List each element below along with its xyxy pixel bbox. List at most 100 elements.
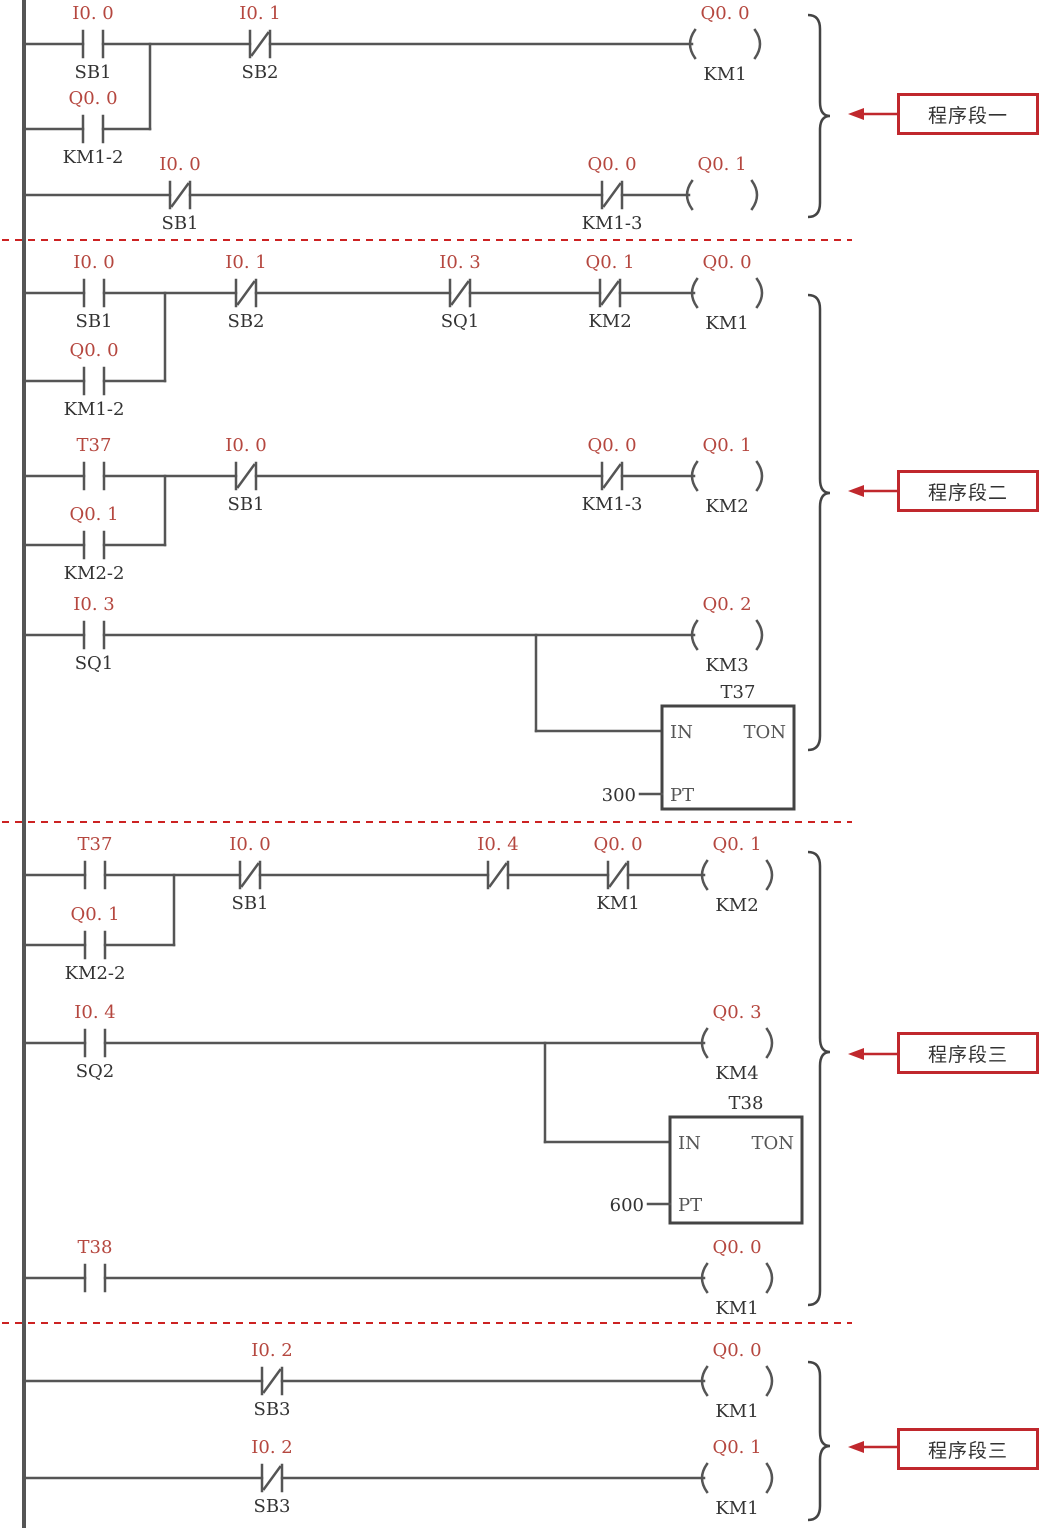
contact-address: I0. 0: [159, 154, 200, 175]
contact-label: SB2: [227, 311, 264, 332]
coil-address: Q0. 1: [712, 834, 761, 855]
coil: [690, 460, 699, 492]
nc-contact-slash: [450, 280, 470, 306]
timer-in-label: IN: [670, 722, 693, 743]
contact-label: KM1-2: [63, 147, 124, 168]
nc-contact-slash: [602, 182, 622, 208]
arrow-head: [848, 108, 864, 120]
timer-preset: 600: [610, 1195, 644, 1216]
section-label-1: 程序段一: [897, 93, 1039, 135]
coil: [755, 460, 764, 492]
coil: [700, 1462, 709, 1494]
timer-name: T37: [721, 682, 756, 703]
coil-label: KM1: [703, 64, 746, 85]
coil: [690, 277, 699, 309]
contact-address: I0. 3: [73, 594, 114, 615]
coil: [700, 1262, 709, 1294]
coil-label: KM1: [715, 1498, 758, 1519]
timer-in-label: IN: [678, 1133, 701, 1154]
nc-contact-slash: [170, 182, 190, 208]
coil: [685, 179, 694, 211]
coil-label: KM1: [715, 1298, 758, 1319]
section-brace: [807, 13, 831, 219]
coil-label: KM2: [715, 895, 758, 916]
coil-address: Q0. 0: [700, 3, 749, 24]
nc-contact-slash: [250, 31, 270, 57]
contact-label: KM2-2: [65, 963, 126, 984]
coil: [765, 1262, 774, 1294]
coil-address: Q0. 3: [712, 1002, 761, 1023]
section-label-2: 程序段二: [897, 470, 1039, 512]
contact-address: I0. 1: [239, 3, 280, 24]
contact-address: Q0. 0: [587, 154, 636, 175]
contact-label: SQ2: [76, 1061, 115, 1082]
coil-label: KM3: [705, 655, 748, 676]
timer-type-label: TON: [751, 1133, 794, 1154]
contact-address: I0. 1: [225, 252, 266, 273]
contact-label: KM1: [596, 893, 639, 914]
coil-address: Q0. 2: [702, 594, 751, 615]
timer-block: [668, 1115, 804, 1225]
nc-contact-slash: [608, 862, 628, 888]
contact-address: Q0. 0: [593, 834, 642, 855]
contact-address: I0. 0: [72, 3, 113, 24]
contact-label: SQ1: [441, 311, 480, 332]
contact-label: SB1: [74, 62, 111, 83]
arrow-head: [848, 485, 864, 497]
contact-label: SB3: [253, 1496, 290, 1517]
contact-address: I0. 0: [225, 435, 266, 456]
arrow-head: [848, 1048, 864, 1060]
section-brace: [807, 1360, 831, 1522]
nc-contact-slash: [262, 1368, 282, 1394]
coil: [688, 28, 697, 60]
coil: [755, 277, 764, 309]
nc-contact-slash: [602, 463, 622, 489]
contact-label: SB1: [227, 494, 264, 515]
coil-label: KM2: [705, 496, 748, 517]
contact-address: I0. 0: [229, 834, 270, 855]
timer-pt-label: PT: [678, 1195, 702, 1216]
section-brace: [807, 850, 831, 1307]
contact-address: I0. 2: [251, 1340, 292, 1361]
contact-address: Q0. 1: [70, 904, 119, 925]
contact-label: KM2: [588, 311, 631, 332]
coil-address: Q0. 0: [712, 1340, 761, 1361]
arrow-head: [848, 1441, 864, 1453]
contact-label: SQ1: [75, 653, 114, 674]
coil-label: KM1: [705, 313, 748, 334]
timer-pt-label: PT: [670, 785, 694, 806]
section-label-4: 程序段三: [897, 1428, 1039, 1470]
contact-address: T37: [78, 834, 113, 855]
contact-address: I0. 4: [74, 1002, 115, 1023]
nc-contact-slash: [236, 463, 256, 489]
contact-label: KM1-3: [582, 213, 643, 234]
contact-label: SB1: [161, 213, 198, 234]
contact-address: I0. 3: [439, 252, 480, 273]
coil: [700, 859, 709, 891]
contact-label: KM2-2: [64, 563, 125, 584]
contact-label: SB1: [231, 893, 268, 914]
coil: [690, 619, 699, 651]
nc-contact-slash: [236, 280, 256, 306]
contact-label: SB3: [253, 1399, 290, 1420]
coil: [700, 1365, 709, 1397]
coil: [765, 1462, 774, 1494]
coil-label: KM1: [715, 1401, 758, 1422]
coil-label: KM4: [715, 1063, 758, 1084]
coil: [765, 1027, 774, 1059]
coil-address: Q0. 1: [697, 154, 746, 175]
contact-address: Q0. 1: [585, 252, 634, 273]
section-brace: [807, 293, 831, 752]
timer-name: T38: [729, 1093, 764, 1114]
coil-address: Q0. 1: [712, 1437, 761, 1458]
coil: [750, 179, 759, 211]
contact-label: KM1-2: [64, 399, 125, 420]
contact-address: I0. 2: [251, 1437, 292, 1458]
contact-address: Q0. 0: [587, 435, 636, 456]
timer-type-label: TON: [743, 722, 786, 743]
contact-address: I0. 4: [477, 834, 518, 855]
contact-label: SB2: [241, 62, 278, 83]
coil: [765, 859, 774, 891]
contact-address: Q0. 0: [68, 88, 117, 109]
